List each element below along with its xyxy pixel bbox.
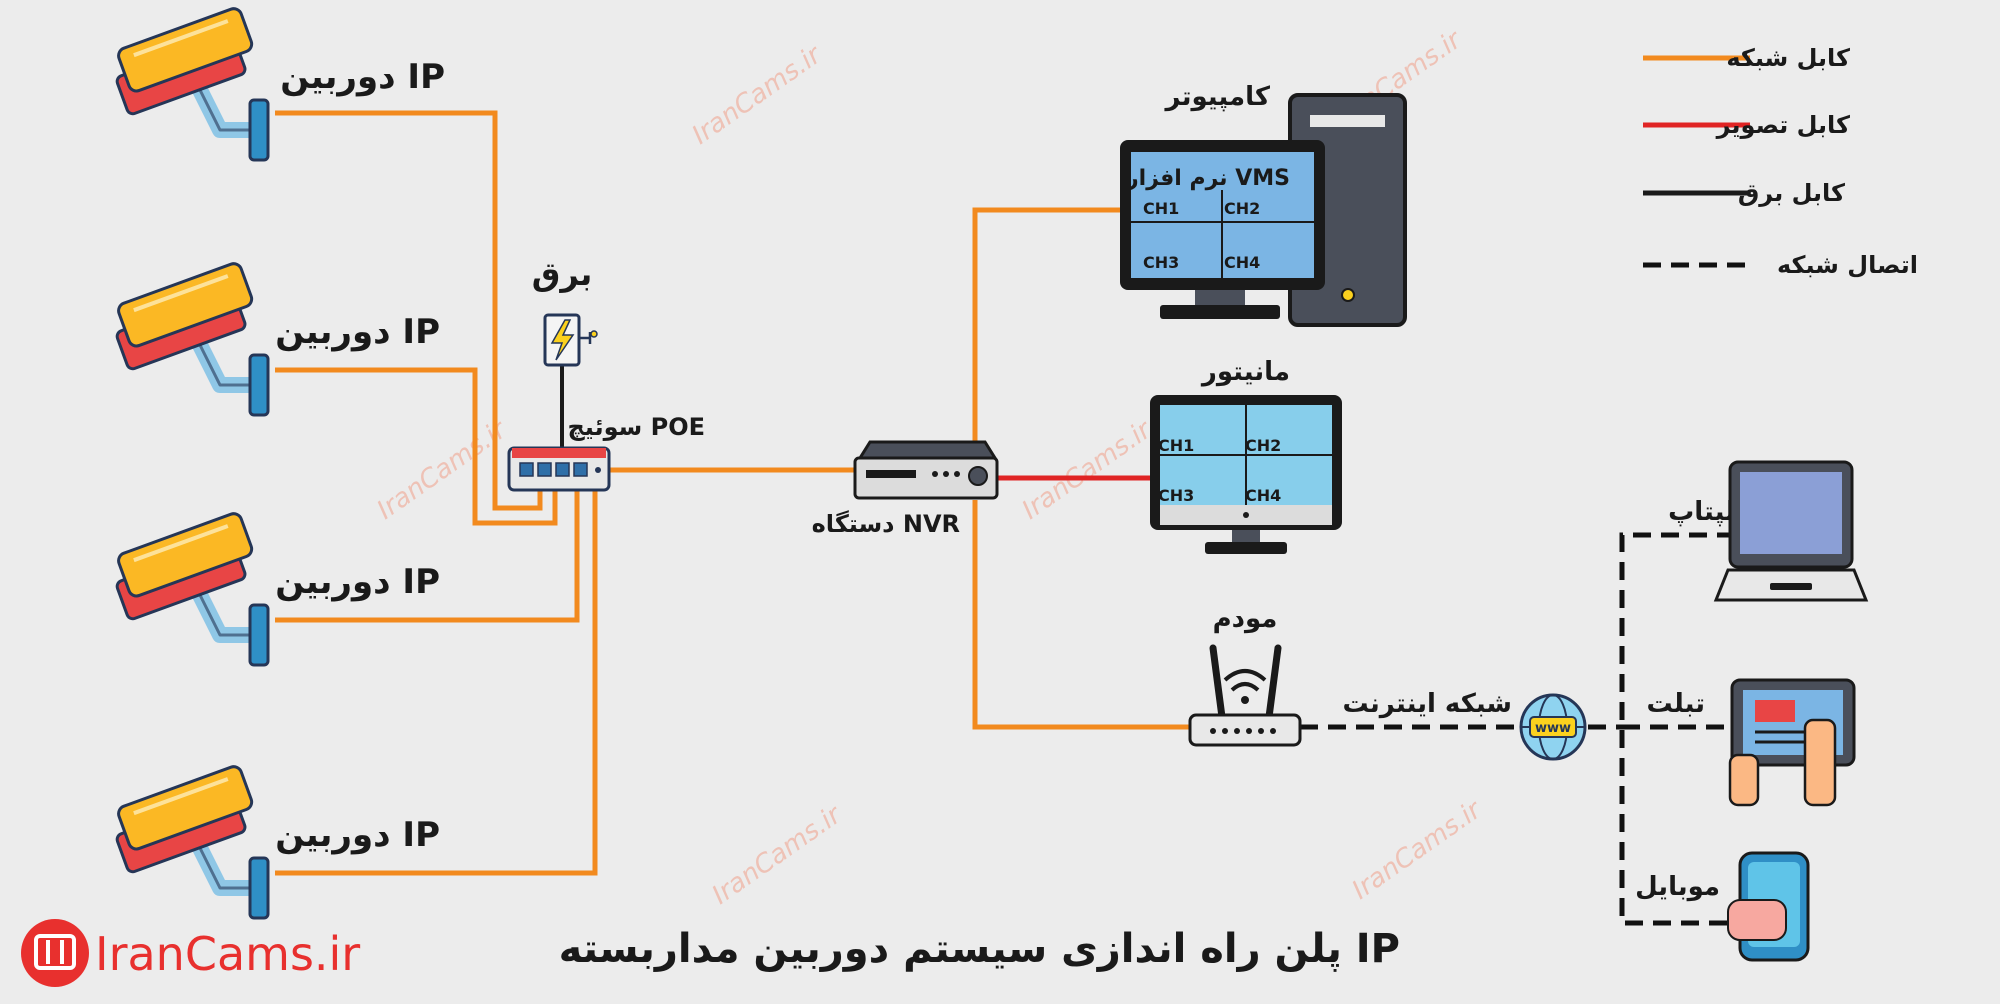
client-tablet: تبلت <box>1646 678 1856 807</box>
channel-label: CH2 <box>1224 199 1260 218</box>
watermark: IranCams.ir <box>1347 794 1489 906</box>
tablet-label: تبلت <box>1646 689 1705 719</box>
watermark: IranCams.ir <box>1017 414 1159 526</box>
internet: شبکه اینترنت www <box>1343 689 1587 761</box>
power-source: برق <box>532 255 598 367</box>
cctv-camera-icon <box>107 764 268 918</box>
channel-label: CH1 <box>1158 436 1194 455</box>
camera-1: دوربین IP <box>107 6 445 160</box>
watermark: IranCams.ir <box>687 39 829 151</box>
nvr-computer-cable <box>972 207 1120 445</box>
cctv-camera-icon <box>107 261 268 415</box>
tablet-icon <box>1728 678 1856 807</box>
channel-label: CH4 <box>1245 486 1281 505</box>
desktop-computer-icon <box>1120 93 1407 327</box>
channel-label: CH3 <box>1158 486 1194 505</box>
cctv-camera-icon <box>107 511 268 665</box>
modem: مودم <box>1188 604 1302 747</box>
computer: کامپیوتر نرم افزار VMS CH1 CH2 CH3 CH4 <box>1120 82 1407 327</box>
nvr-modem-cable <box>972 500 1195 730</box>
power-outlet-icon <box>543 313 598 367</box>
globe-icon <box>1519 693 1587 761</box>
globe-www-text: www <box>1535 721 1571 736</box>
nvr-recorder-icon <box>853 440 999 500</box>
watermark: IranCams.ir <box>372 414 514 526</box>
channel-label: CH4 <box>1224 253 1260 272</box>
camera-3-cable <box>275 480 580 623</box>
channel-label: CH2 <box>1245 436 1281 455</box>
nvr-label: دستگاه NVR <box>812 510 960 538</box>
internet-label: شبکه اینترنت <box>1343 689 1512 719</box>
mobile-label: موبایل <box>1635 872 1720 902</box>
camera-label: دوربین IP <box>275 312 440 352</box>
monitor: مانیتور CH1 CH2 CH3 CH4 <box>1150 357 1342 554</box>
client-laptop: لپتاپ <box>1668 460 1869 602</box>
nvr-device: دستگاه NVR <box>812 440 999 538</box>
legend: کابل شبکه کابل تصویر کابل برق اتصال شبکه <box>1643 44 1918 279</box>
camera-label: دوربین IP <box>275 815 440 855</box>
legend-label: کابل برق <box>1738 179 1845 207</box>
client-trunk <box>1619 532 1735 926</box>
brand-mark-icon <box>21 919 89 987</box>
monitor-label: مانیتور <box>1200 357 1290 387</box>
network-cables <box>275 110 1195 876</box>
client-mobile: موبایل <box>1635 851 1810 962</box>
switch-label: سوئیچ POE <box>567 413 705 441</box>
page-title: پلن راه اندازی سیستم دوربین مداربسته IP <box>559 926 1400 972</box>
network-switch-icon <box>507 446 611 492</box>
camera-3: دوربین IP <box>107 511 440 665</box>
brand-logo-text: IranCams.ir <box>95 927 360 981</box>
laptop-icon <box>1713 460 1869 602</box>
monitor-icon <box>1150 395 1342 554</box>
modem-label: مودم <box>1213 604 1278 634</box>
legend-label: کابل شبکه <box>1726 44 1850 72</box>
network-connections <box>1300 532 1735 926</box>
watermark: IranCams.ir <box>707 799 849 911</box>
camera-label: دوربین IP <box>275 562 440 602</box>
laptop-label: لپتاپ <box>1668 497 1735 527</box>
brand-logo: IranCams.ir <box>21 919 360 987</box>
power-label: برق <box>532 255 593 293</box>
wifi-router-icon <box>1188 644 1302 747</box>
mobile-phone-icon <box>1727 851 1810 962</box>
legend-label: اتصال شبکه <box>1777 251 1918 279</box>
camera-4: دوربین IP <box>107 764 440 918</box>
camera-label: دوربین IP <box>280 57 445 97</box>
poe-switch: سوئیچ POE <box>507 413 705 492</box>
camera-2-cable <box>275 367 558 526</box>
legend-label: کابل تصویر <box>1716 111 1850 139</box>
computer-label: کامپیوتر <box>1164 82 1271 112</box>
vms-software-label: نرم افزار VMS <box>1125 166 1290 191</box>
cctv-camera-icon <box>107 6 268 160</box>
camera-4-cable <box>275 480 598 876</box>
camera-2: دوربین IP <box>107 261 440 415</box>
channel-label: CH3 <box>1143 253 1179 272</box>
channel-label: CH1 <box>1143 199 1179 218</box>
camera-1-cable <box>275 110 543 511</box>
